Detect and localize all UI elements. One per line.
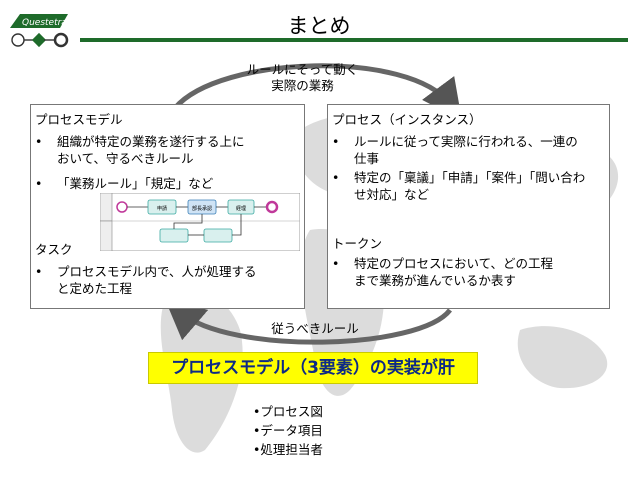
panel-title: プロセスモデル	[35, 112, 123, 127]
bullet-text: 「業務ルール」「規定」など	[57, 176, 214, 191]
arrow-top	[173, 63, 462, 121]
flow-top-line-2: 実際の業務	[271, 78, 334, 93]
token-heading: トークン	[332, 236, 383, 251]
element-item: •プロセス図	[253, 404, 323, 419]
task-heading: タスク	[35, 242, 73, 257]
panel-title: プロセス（インスタンス）	[332, 112, 482, 127]
bullet-item: • 特定の「稟議」「申請」「案件」「問い合わ せ対応」など	[332, 169, 585, 203]
flow-top-line-1: ルールにそって動く	[246, 62, 359, 77]
bullet-item: • 「業務ルール」「規定」など	[35, 175, 213, 192]
diagram-label: 部長承認	[192, 205, 212, 212]
questetra-logo: Questetra	[10, 14, 69, 48]
bullet-dot: •	[332, 134, 340, 149]
bullet-dot: •	[35, 176, 43, 191]
element-item: •データ項目	[253, 423, 323, 438]
bullet-text: ルールに従って実際に行われる、一連の 仕事	[354, 134, 578, 166]
key-message: プロセスモデル（3要素）の実装が肝	[148, 352, 478, 384]
bullet-text: プロセスモデル内で、人が処理する と定めた工程	[57, 264, 257, 296]
bullet-text: 組織が特定の業務を遂行する上に おいて、守るべきルール	[57, 134, 245, 166]
process-diagram-thumbnail: 申請 部長承認 経理	[100, 193, 300, 251]
bullet-item: • ルールに従って実際に行われる、一連の 仕事	[332, 133, 578, 167]
bullet-dot: •	[35, 264, 43, 279]
flow-bottom-label: 従うべきルール	[271, 321, 359, 336]
logo-text: Questetra	[22, 18, 67, 28]
bullet-dot: •	[35, 134, 43, 149]
bullet-dot: •	[332, 170, 340, 185]
diagram-label: 申請	[157, 205, 167, 212]
diagram-label: 経理	[236, 205, 246, 212]
title-underline	[80, 38, 628, 42]
bullet-item: • 特定のプロセスにおいて、どの工程 まで業務が進んでいるか表す	[332, 255, 553, 289]
slide-title: まとめ	[287, 14, 351, 38]
element-item: •処理担当者	[253, 442, 323, 457]
bullet-item: • 組織が特定の業務を遂行する上に おいて、守るべきルール	[35, 133, 245, 167]
arrow-bottom	[164, 298, 452, 345]
bullet-text: 特定のプロセスにおいて、どの工程 まで業務が進んでいるか表す	[354, 256, 554, 288]
flow-top-label: ルールにそって動く 実際の業務	[215, 62, 390, 94]
bullet-dot: •	[332, 256, 340, 271]
bullet-item: • プロセスモデル内で、人が処理する と定めた工程	[35, 263, 257, 297]
process-instance-panel: プロセス（インスタンス） • ルールに従って実際に行われる、一連の 仕事 • 特…	[327, 104, 610, 309]
bullet-text: 特定の「稟議」「申請」「案件」「問い合わ せ対応」など	[354, 170, 586, 202]
